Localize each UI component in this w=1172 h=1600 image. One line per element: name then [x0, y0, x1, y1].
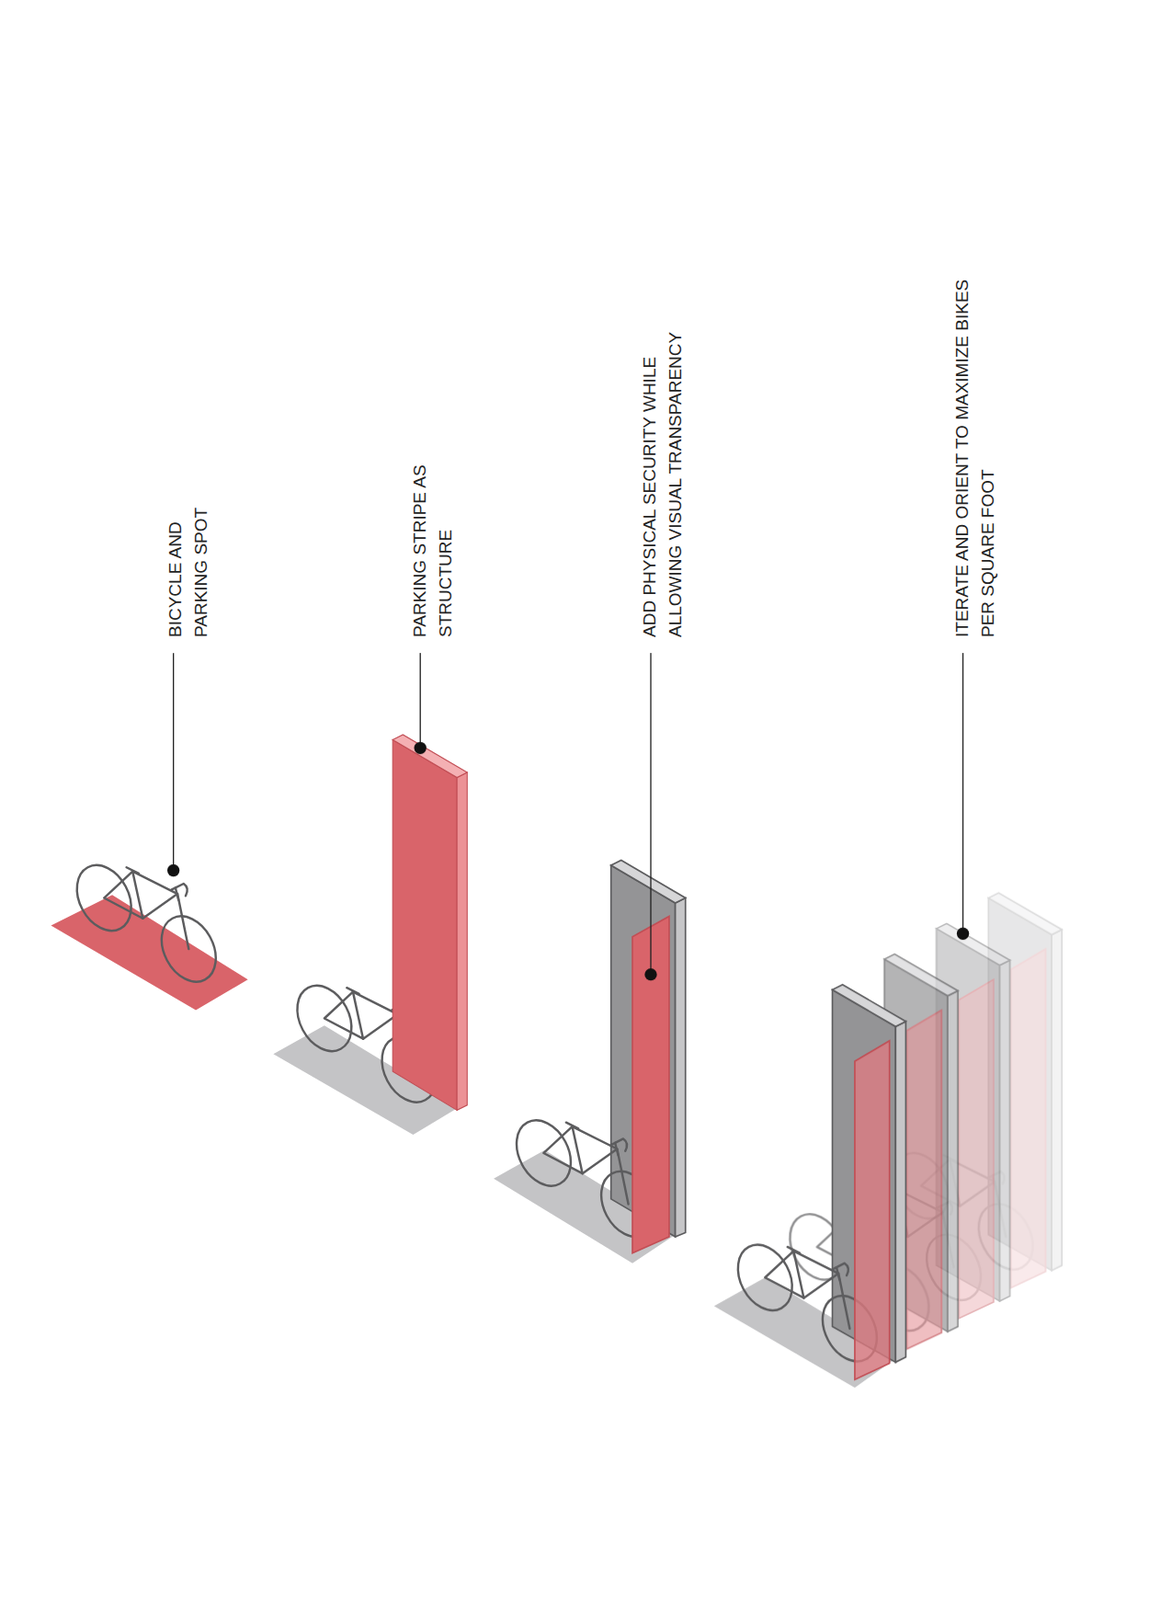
step-label: PARKING STRIPE AS STRUCTURE: [407, 411, 459, 638]
step-label: ADD PHYSICAL SECURITY WHILE ALLOWING VIS…: [637, 276, 689, 638]
step-label: BICYCLE AND PARKING SPOT: [162, 473, 215, 638]
step-label: ITERATE AND ORIENT TO MAXIMIZE BIKES PER…: [949, 271, 1002, 638]
